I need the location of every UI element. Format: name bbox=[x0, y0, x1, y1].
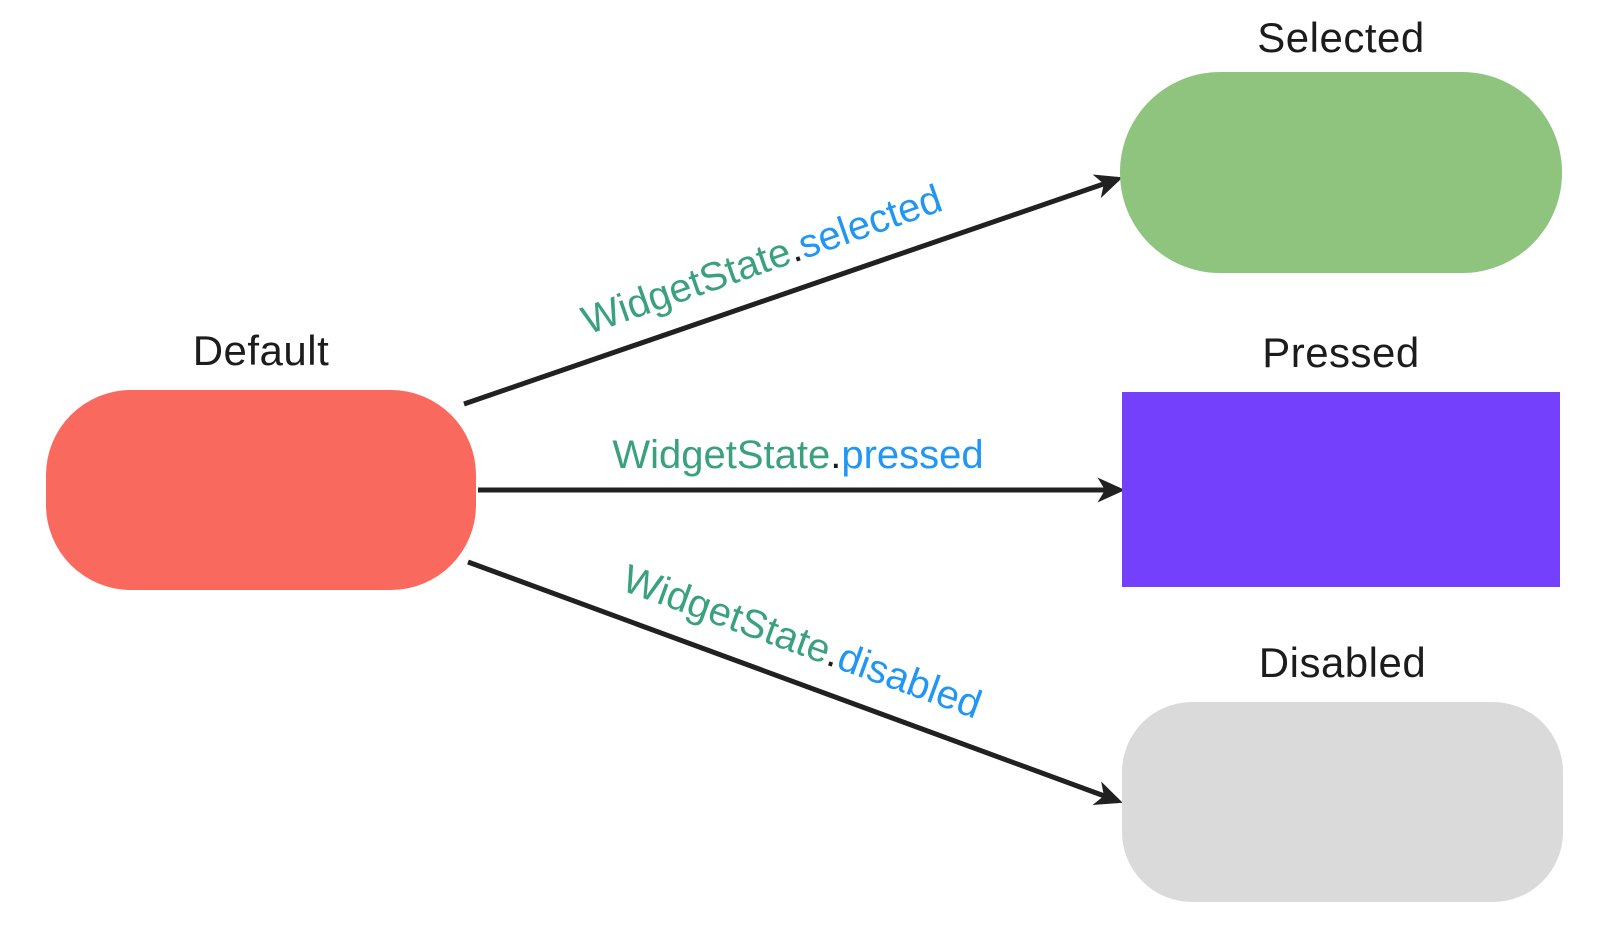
edge-label-member: disabled bbox=[832, 635, 988, 728]
edge-label-member: pressed bbox=[841, 433, 984, 477]
node-label-disabled: Disabled bbox=[1258, 639, 1427, 686]
edge-label-namespace: WidgetState bbox=[576, 229, 797, 344]
node-disabled bbox=[1122, 702, 1563, 902]
arrow-default-to-disabled bbox=[467, 559, 1123, 805]
node-selected bbox=[1120, 72, 1562, 273]
node-pressed bbox=[1122, 392, 1560, 587]
edge-label-namespace: WidgetState bbox=[612, 433, 831, 477]
node-label-selected: Selected bbox=[1257, 14, 1425, 61]
node-default bbox=[46, 390, 476, 590]
node-label-pressed: Pressed bbox=[1262, 329, 1420, 376]
edge-label-dot: . bbox=[830, 433, 842, 477]
node-label-default: Default bbox=[192, 327, 330, 374]
edge-label-member: selected bbox=[792, 176, 948, 268]
edge-label-namespace: WidgetState bbox=[616, 556, 837, 673]
edge-label-selected: WidgetState.selected bbox=[576, 176, 948, 344]
arrow-default-to-selected bbox=[463, 174, 1123, 407]
edge-label-pressed: WidgetState.pressed bbox=[612, 435, 983, 475]
edge-label-disabled: WidgetState.disabled bbox=[616, 556, 988, 728]
